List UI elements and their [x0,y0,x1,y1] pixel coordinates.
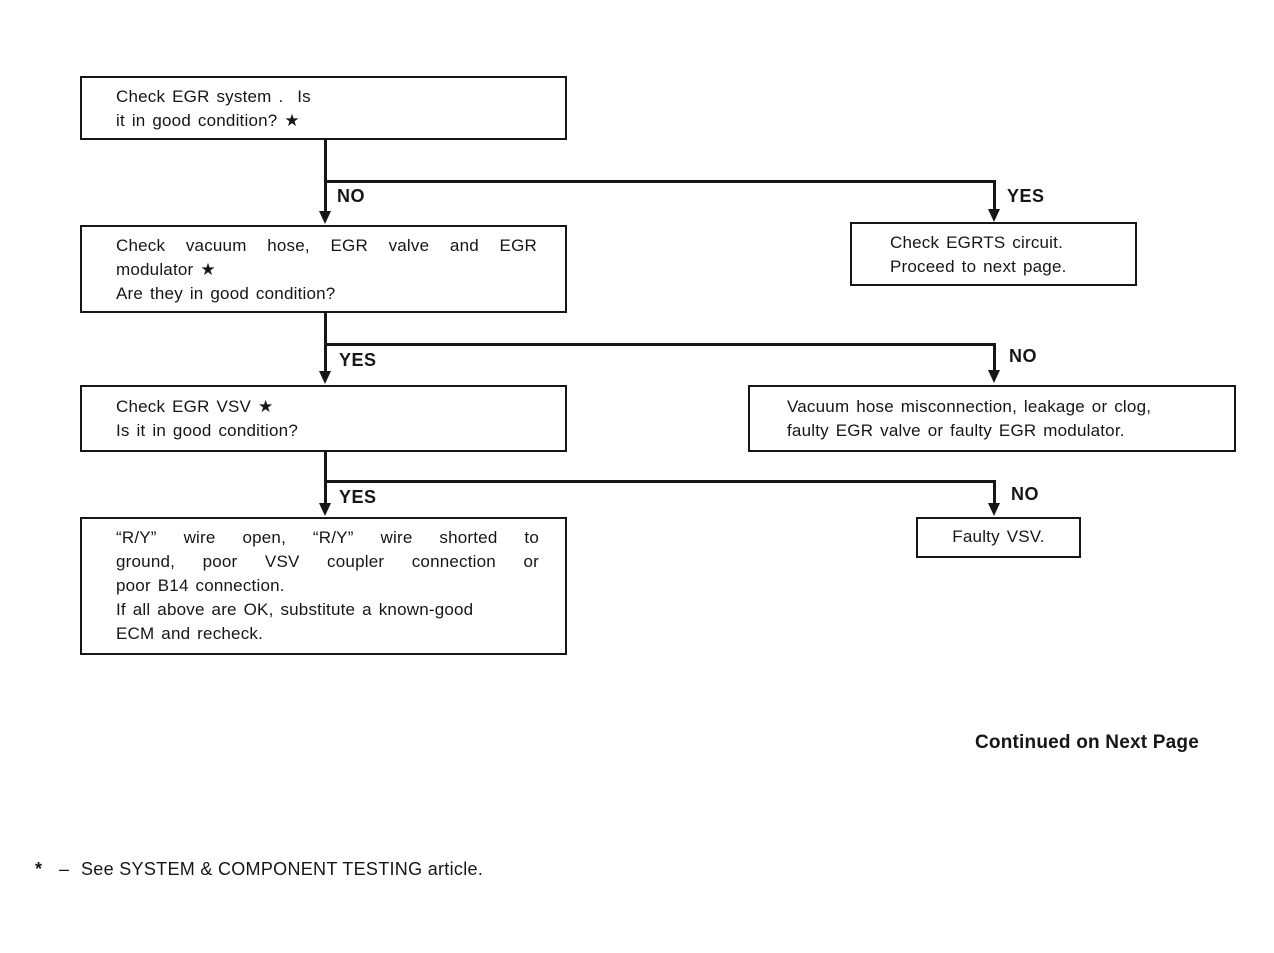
node-check-vacuum-hose: Check vacuum hose, EGR valve and EGR mod… [80,225,567,313]
node-text-line: modulator ★ [116,260,216,279]
node-ry-wire-open-ecm: “R/Y” wire open, “R/Y” wire shorted to g… [80,517,567,655]
node-text-line: Check EGR system . Is [116,87,311,106]
node-vacuum-hose-misconnection: Vacuum hose misconnection, leakage or cl… [748,385,1236,452]
node-text-line: ground, poor VSV coupler connection or [116,552,539,571]
edge-q2-a2-line [993,343,996,371]
edge-q1-a1-line [993,180,996,210]
edge-q3-q4-label: YES [339,487,377,507]
continued-note: Continued on Next Page [975,732,1199,753]
edge-q2-q3-label: YES [339,350,377,370]
node-faulty-vsv: Faulty VSV. [916,517,1081,558]
node-text-line: it in good condition? ★ [116,111,300,130]
node-text-line: Check EGR VSV ★ [116,397,274,416]
node-text-line: faulty EGR valve or faulty EGR modulator… [787,421,1125,440]
footnote-asterisk: * [35,859,43,879]
edge-q2-a2-line [324,343,996,346]
edge-q1-a1-line [324,180,996,183]
edge-q3-a3-label: NO [1011,484,1039,504]
edge-q3-q4-arrowhead [319,503,331,516]
edge-q1-q2-line [324,140,327,213]
node-text-line: poor B14 connection. [116,576,285,595]
node-text-line: Are they in good condition? [116,284,336,303]
node-check-egr-system: Check EGR system . Is it in good conditi… [80,76,567,140]
edge-q2-a2-arrowhead [988,370,1000,383]
edge-q3-a3-line [324,480,996,483]
edge-q1-q2-label: NO [337,186,365,206]
node-text-line: Faulty VSV. [952,527,1045,546]
node-text-line: Check EGRTS circuit. [890,233,1064,252]
edge-q1-q2-arrowhead [319,211,331,224]
edge-q3-q4-line [324,452,327,505]
edge-q1-a1-arrowhead [988,209,1000,222]
node-text-line: Check vacuum hose, EGR valve and EGR [116,236,537,255]
edge-q1-a1-label: YES [1007,186,1045,206]
edge-q3-a3-arrowhead [988,503,1000,516]
edge-q2-q3-arrowhead [319,371,331,384]
node-check-egrts-circuit: Check EGRTS circuit. Proceed to next pag… [850,222,1137,286]
node-text-line: ECM and recheck. [116,624,264,643]
node-text-line: Vacuum hose misconnection, leakage or cl… [787,397,1152,416]
node-text-line: If all above are OK, substitute a known-… [116,600,474,619]
node-text-line: “R/Y” wire open, “R/Y” wire shorted to [116,528,539,547]
edge-q3-a3-line [993,480,996,504]
footnote-text: See SYSTEM & COMPONENT TESTING article. [81,859,484,879]
footnote-dash: – [59,859,70,879]
node-text-line: Proceed to next page. [890,257,1067,276]
node-text-line: Is it in good condition? [116,421,298,440]
footnote: * – See SYSTEM & COMPONENT TESTING artic… [35,859,483,880]
node-check-egr-vsv: Check EGR VSV ★ Is it in good condition? [80,385,567,452]
edge-q2-a2-label: NO [1009,346,1037,366]
